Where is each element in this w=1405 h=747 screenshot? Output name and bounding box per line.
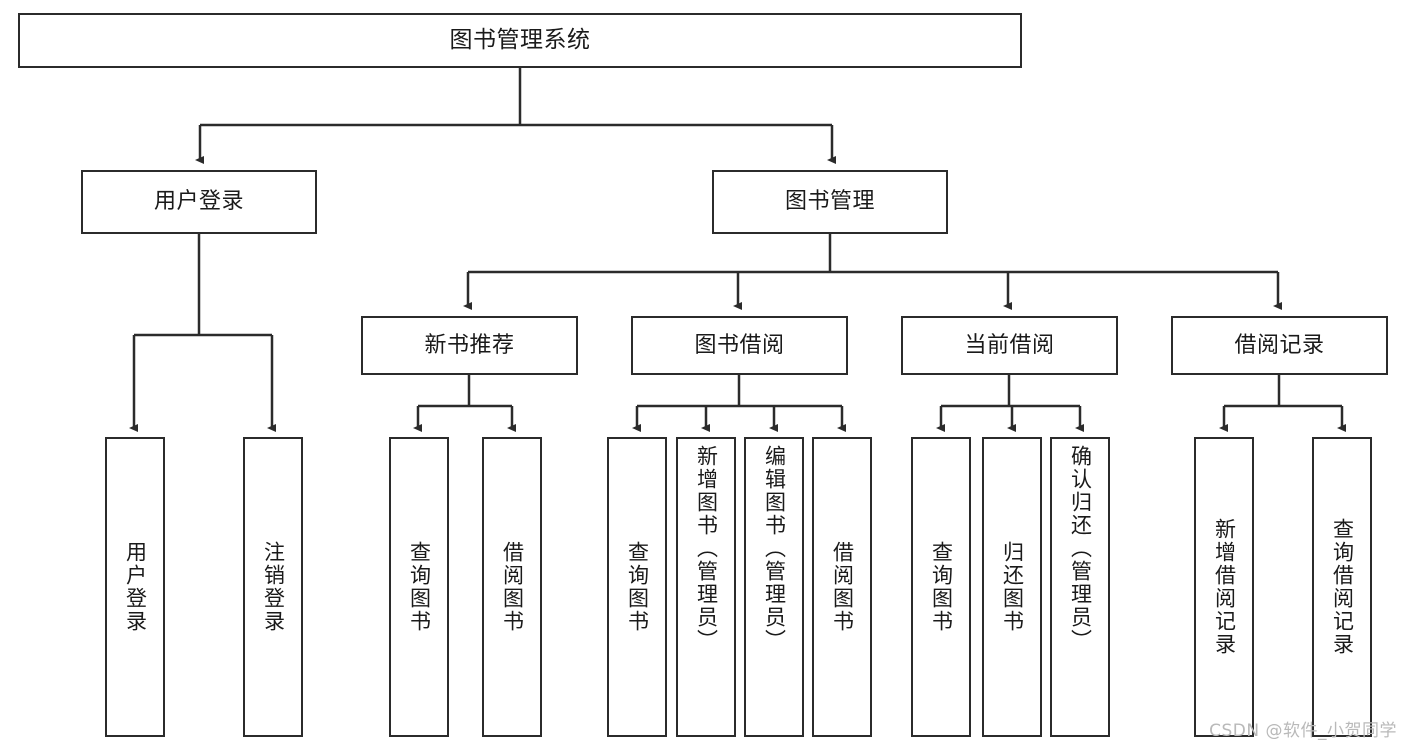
leaf-edit-book-admin[interactable]: 编辑图书（管理员） [744, 437, 804, 737]
node-label: 用户登录 [153, 189, 244, 215]
node-new-book-recommend[interactable]: 新书推荐 [361, 316, 578, 375]
watermark-text: CSDN @软件_小贺同学 [1209, 721, 1397, 741]
node-label: 查询借阅记录 [1330, 518, 1355, 656]
node-book-management[interactable]: 图书管理 [712, 170, 948, 234]
leaf-borrow-book-recommend[interactable]: 借阅图书 [482, 437, 542, 737]
leaf-borrow-book[interactable]: 借阅图书 [812, 437, 872, 737]
node-book-borrow[interactable]: 图书借阅 [631, 316, 848, 375]
leaf-query-book-current[interactable]: 查询图书 [911, 437, 971, 737]
node-label: 当前借阅 [964, 332, 1055, 358]
node-label: 图书管理 [784, 189, 875, 215]
node-label: 新书推荐 [424, 332, 515, 358]
node-label: 归还图书 [1000, 541, 1025, 633]
leaf-return-book[interactable]: 归还图书 [982, 437, 1042, 737]
node-label: 用户登录 [123, 541, 148, 633]
node-current-borrow[interactable]: 当前借阅 [901, 316, 1118, 375]
node-label: 新增借阅记录 [1212, 518, 1237, 656]
node-user-login[interactable]: 用户登录 [81, 170, 317, 234]
node-label: 图书借阅 [694, 332, 785, 358]
node-label: 查询图书 [929, 541, 954, 633]
leaf-logout[interactable]: 注销登录 [243, 437, 303, 737]
node-label: 编辑图书（管理员） [762, 445, 787, 652]
leaf-query-borrow-record[interactable]: 查询借阅记录 [1312, 437, 1372, 737]
node-label: 注销登录 [261, 541, 286, 633]
node-label: 借阅记录 [1234, 332, 1325, 358]
node-label: 图书管理系统 [449, 27, 591, 54]
leaf-confirm-return-admin[interactable]: 确认归还（管理员） [1050, 437, 1110, 737]
node-root-system[interactable]: 图书管理系统 [18, 13, 1022, 68]
leaf-query-book-recommend[interactable]: 查询图书 [389, 437, 449, 737]
leaf-add-book-admin[interactable]: 新增图书（管理员） [676, 437, 736, 737]
node-label: 查询图书 [407, 541, 432, 633]
node-borrow-record[interactable]: 借阅记录 [1171, 316, 1388, 375]
leaf-user-login[interactable]: 用户登录 [105, 437, 165, 737]
node-label: 查询图书 [625, 541, 650, 633]
node-label: 借阅图书 [500, 541, 525, 633]
node-label: 确认归还（管理员） [1068, 445, 1093, 652]
node-label: 借阅图书 [830, 541, 855, 633]
leaf-query-book-borrow[interactable]: 查询图书 [607, 437, 667, 737]
leaf-add-borrow-record[interactable]: 新增借阅记录 [1194, 437, 1254, 737]
node-label: 新增图书（管理员） [694, 445, 719, 652]
